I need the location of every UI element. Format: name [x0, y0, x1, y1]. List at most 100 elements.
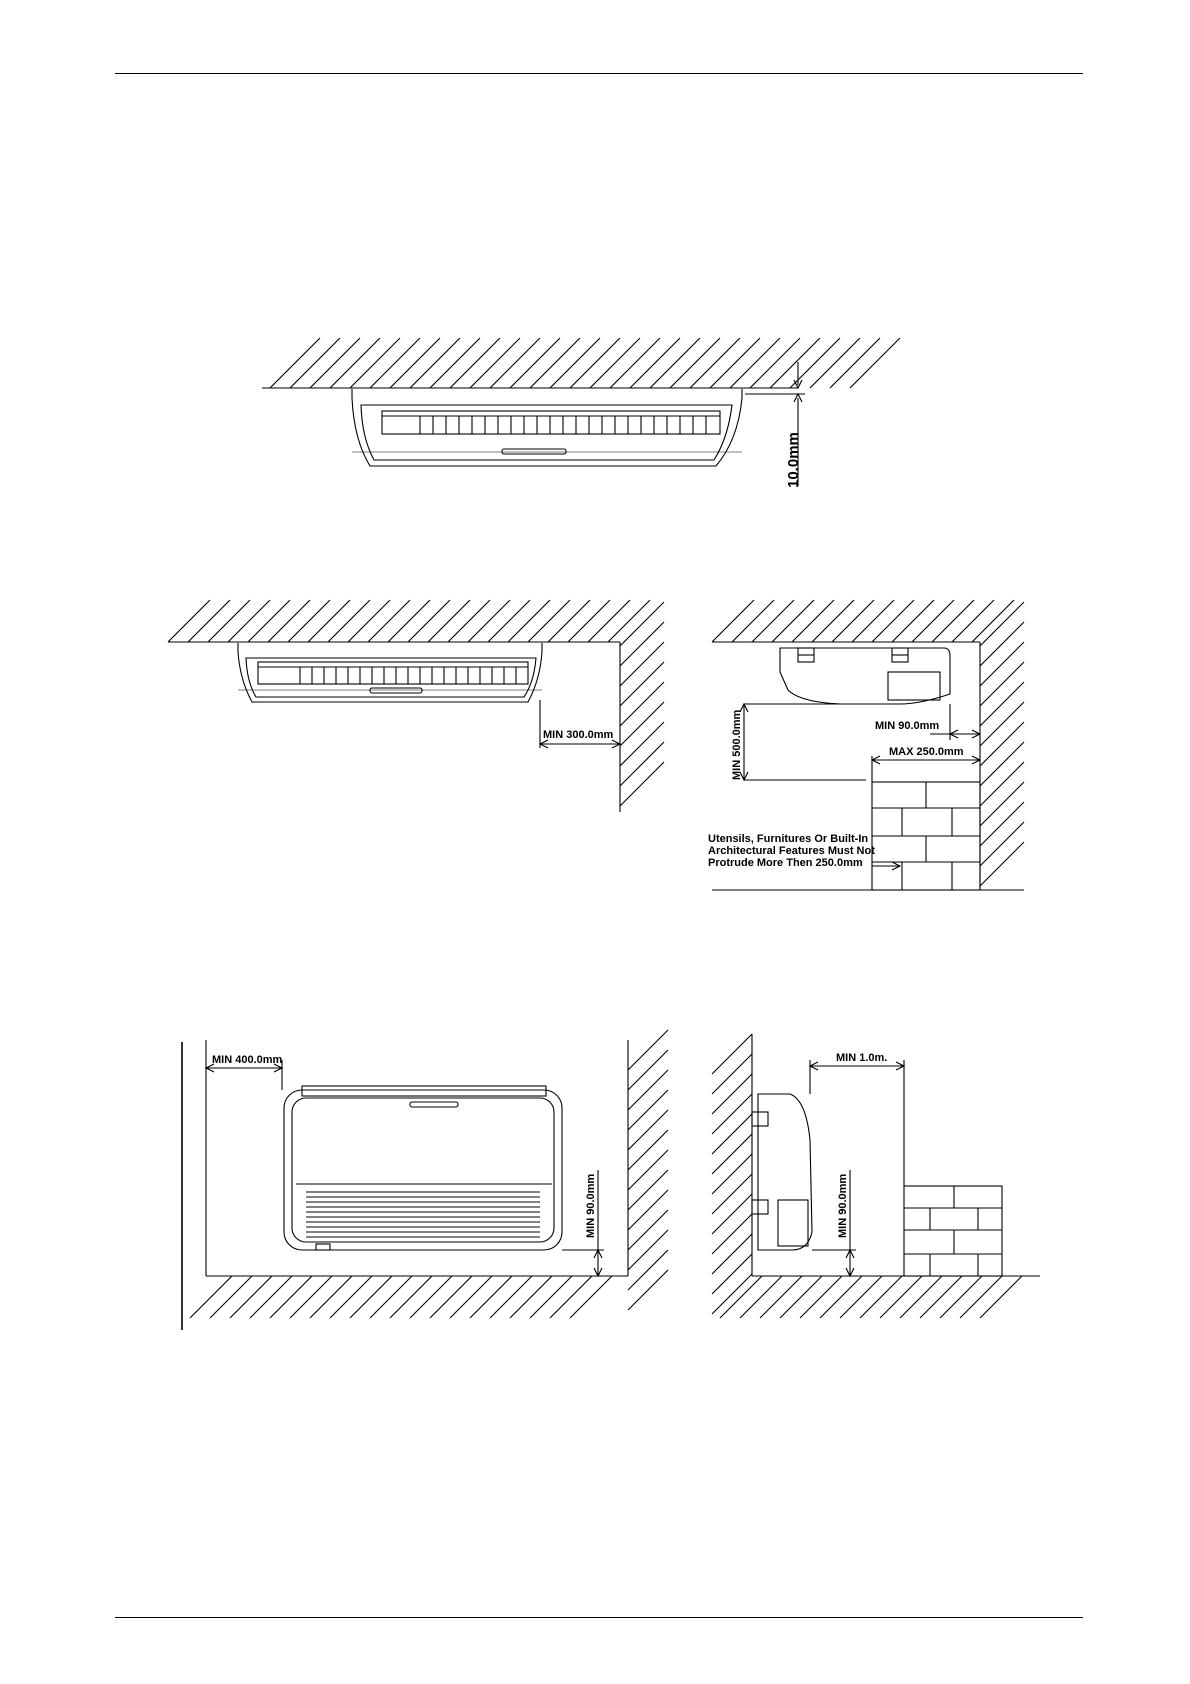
hatch-stroke — [730, 338, 780, 388]
hatch-stroke — [628, 1190, 668, 1230]
hatch-stroke — [430, 1276, 472, 1318]
hatch-stroke — [980, 802, 1024, 846]
hatch-stroke — [528, 600, 570, 642]
hatch-stroke — [732, 600, 774, 642]
ceiling-unit-profile — [780, 648, 950, 704]
hatch-stroke — [920, 1276, 962, 1318]
hatch-stroke — [310, 338, 360, 388]
hatch-stroke — [620, 642, 664, 686]
hatch-stroke — [832, 600, 874, 642]
hatch-stroke — [248, 600, 290, 642]
hatch-stroke — [390, 1276, 432, 1318]
hatch-stroke — [628, 1150, 668, 1190]
hatch-stroke — [980, 822, 1024, 866]
hatch-stroke — [712, 1274, 752, 1314]
hatch-stroke — [628, 1250, 668, 1290]
hatch-stroke — [830, 338, 880, 388]
hatch-stroke — [348, 600, 390, 642]
ceiling-hatching-3 — [712, 600, 1014, 642]
hatch-stroke — [270, 1276, 312, 1318]
hatch-stroke — [588, 600, 630, 642]
hatch-stroke — [628, 1170, 668, 1210]
hatch-stroke — [980, 842, 1024, 886]
hatch-stroke — [548, 600, 590, 642]
hatch-stroke — [628, 1030, 668, 1070]
hatch-stroke — [850, 338, 900, 388]
wall-gap-label: MIN 90.0mm — [875, 720, 939, 732]
hatch-stroke — [630, 338, 680, 388]
hatch-stroke — [940, 1276, 982, 1318]
floor-hatching-5 — [720, 1276, 1022, 1318]
hatch-stroke — [620, 722, 664, 766]
hatch-stroke — [490, 1276, 532, 1318]
hatch-stroke — [450, 338, 500, 388]
hatch-stroke — [980, 682, 1024, 726]
hatch-stroke — [712, 1094, 752, 1134]
side-clearance-label: MIN 400.0mm — [212, 1054, 283, 1066]
hatch-stroke — [350, 338, 400, 388]
hatch-stroke — [760, 1276, 802, 1318]
hatch-stroke — [488, 600, 530, 642]
hatch-stroke — [210, 1276, 252, 1318]
hatch-stroke — [550, 1276, 592, 1318]
hatch-stroke — [810, 338, 860, 388]
hatch-stroke — [712, 1074, 752, 1114]
hatch-stroke — [980, 622, 1024, 666]
hatch-stroke — [980, 722, 1024, 766]
hatch-stroke — [880, 1276, 922, 1318]
hatch-stroke — [608, 600, 650, 642]
hatch-stroke — [550, 338, 600, 388]
hatch-stroke — [628, 1110, 668, 1150]
hatch-stroke — [370, 1276, 412, 1318]
hatch-stroke — [188, 600, 230, 642]
wall-hatching-3 — [980, 602, 1024, 886]
hatch-stroke — [628, 1130, 668, 1170]
hatch-stroke — [972, 600, 1014, 642]
hatch-stroke — [330, 1276, 372, 1318]
hatch-stroke — [628, 1270, 668, 1310]
floor-front-dimensions — [206, 1060, 604, 1276]
wall-hatching-4 — [628, 1030, 668, 1310]
front-clearance-label: MIN 1.0m. — [836, 1052, 887, 1064]
furniture-brick-block — [872, 782, 980, 890]
hatch-stroke — [410, 338, 460, 388]
floor-brick-block — [904, 1186, 1002, 1276]
ceiling-hatching — [270, 338, 900, 388]
figure-floor-profile — [712, 1034, 1040, 1318]
hatch-stroke — [370, 338, 420, 388]
hatch-stroke — [470, 1276, 512, 1318]
hatch-stroke — [310, 1276, 352, 1318]
hatch-stroke — [690, 338, 740, 388]
hatch-stroke — [570, 1276, 612, 1318]
hatch-stroke — [328, 600, 370, 642]
hatch-stroke — [980, 762, 1024, 806]
hatch-stroke — [670, 338, 720, 388]
hatch-stroke — [980, 782, 1024, 826]
floor-unit-profile — [752, 1094, 812, 1250]
ceiling-clearance-label: 10.0mm — [785, 432, 802, 488]
hatch-stroke — [960, 1276, 1002, 1318]
hatch-stroke — [410, 1276, 452, 1318]
hatch-stroke — [330, 338, 380, 388]
hatch-stroke — [800, 1276, 842, 1318]
hatch-stroke — [712, 600, 754, 642]
hatch-stroke — [610, 338, 660, 388]
hatch-stroke — [390, 338, 440, 388]
ceiling-unit-front-2 — [238, 643, 542, 702]
hatch-stroke — [750, 338, 800, 388]
hatch-stroke — [650, 338, 700, 388]
hatch-stroke — [230, 1276, 272, 1318]
hatch-stroke — [772, 600, 814, 642]
hatch-stroke — [308, 600, 350, 642]
hatch-stroke — [570, 338, 620, 388]
hatch-stroke — [780, 1276, 822, 1318]
ceiling-hatching-2 — [168, 600, 650, 642]
floor-hatching-4 — [190, 1276, 612, 1318]
hatch-stroke — [270, 338, 320, 388]
hatch-stroke — [190, 1276, 232, 1318]
hatch-stroke — [900, 1276, 942, 1318]
hatch-stroke — [620, 762, 664, 806]
note-line-3: Protrude More Then 250.0mm — [708, 857, 863, 869]
hatch-stroke — [620, 622, 664, 666]
